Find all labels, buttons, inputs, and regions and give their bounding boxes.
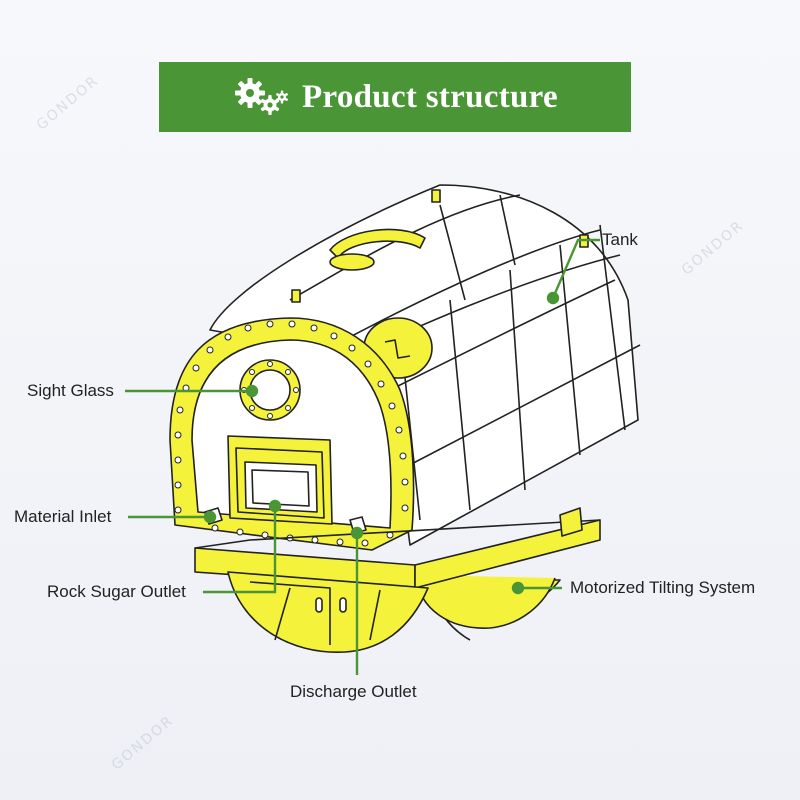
lifting-handle <box>329 228 426 259</box>
label-material-inlet: Material Inlet <box>14 507 112 526</box>
page-title: Product structure <box>302 78 558 115</box>
label-rock-sugar-outlet: Rock Sugar Outlet <box>47 582 186 601</box>
label-motorized-tilting-system: Motorized Tilting System <box>570 578 756 597</box>
label-tank: Tank <box>602 230 638 249</box>
gears-icon <box>235 78 288 115</box>
title-banner: Product structure <box>159 62 631 132</box>
label-discharge-outlet: Discharge Outlet <box>290 682 417 701</box>
label-sight-glass: Sight Glass <box>27 381 114 400</box>
